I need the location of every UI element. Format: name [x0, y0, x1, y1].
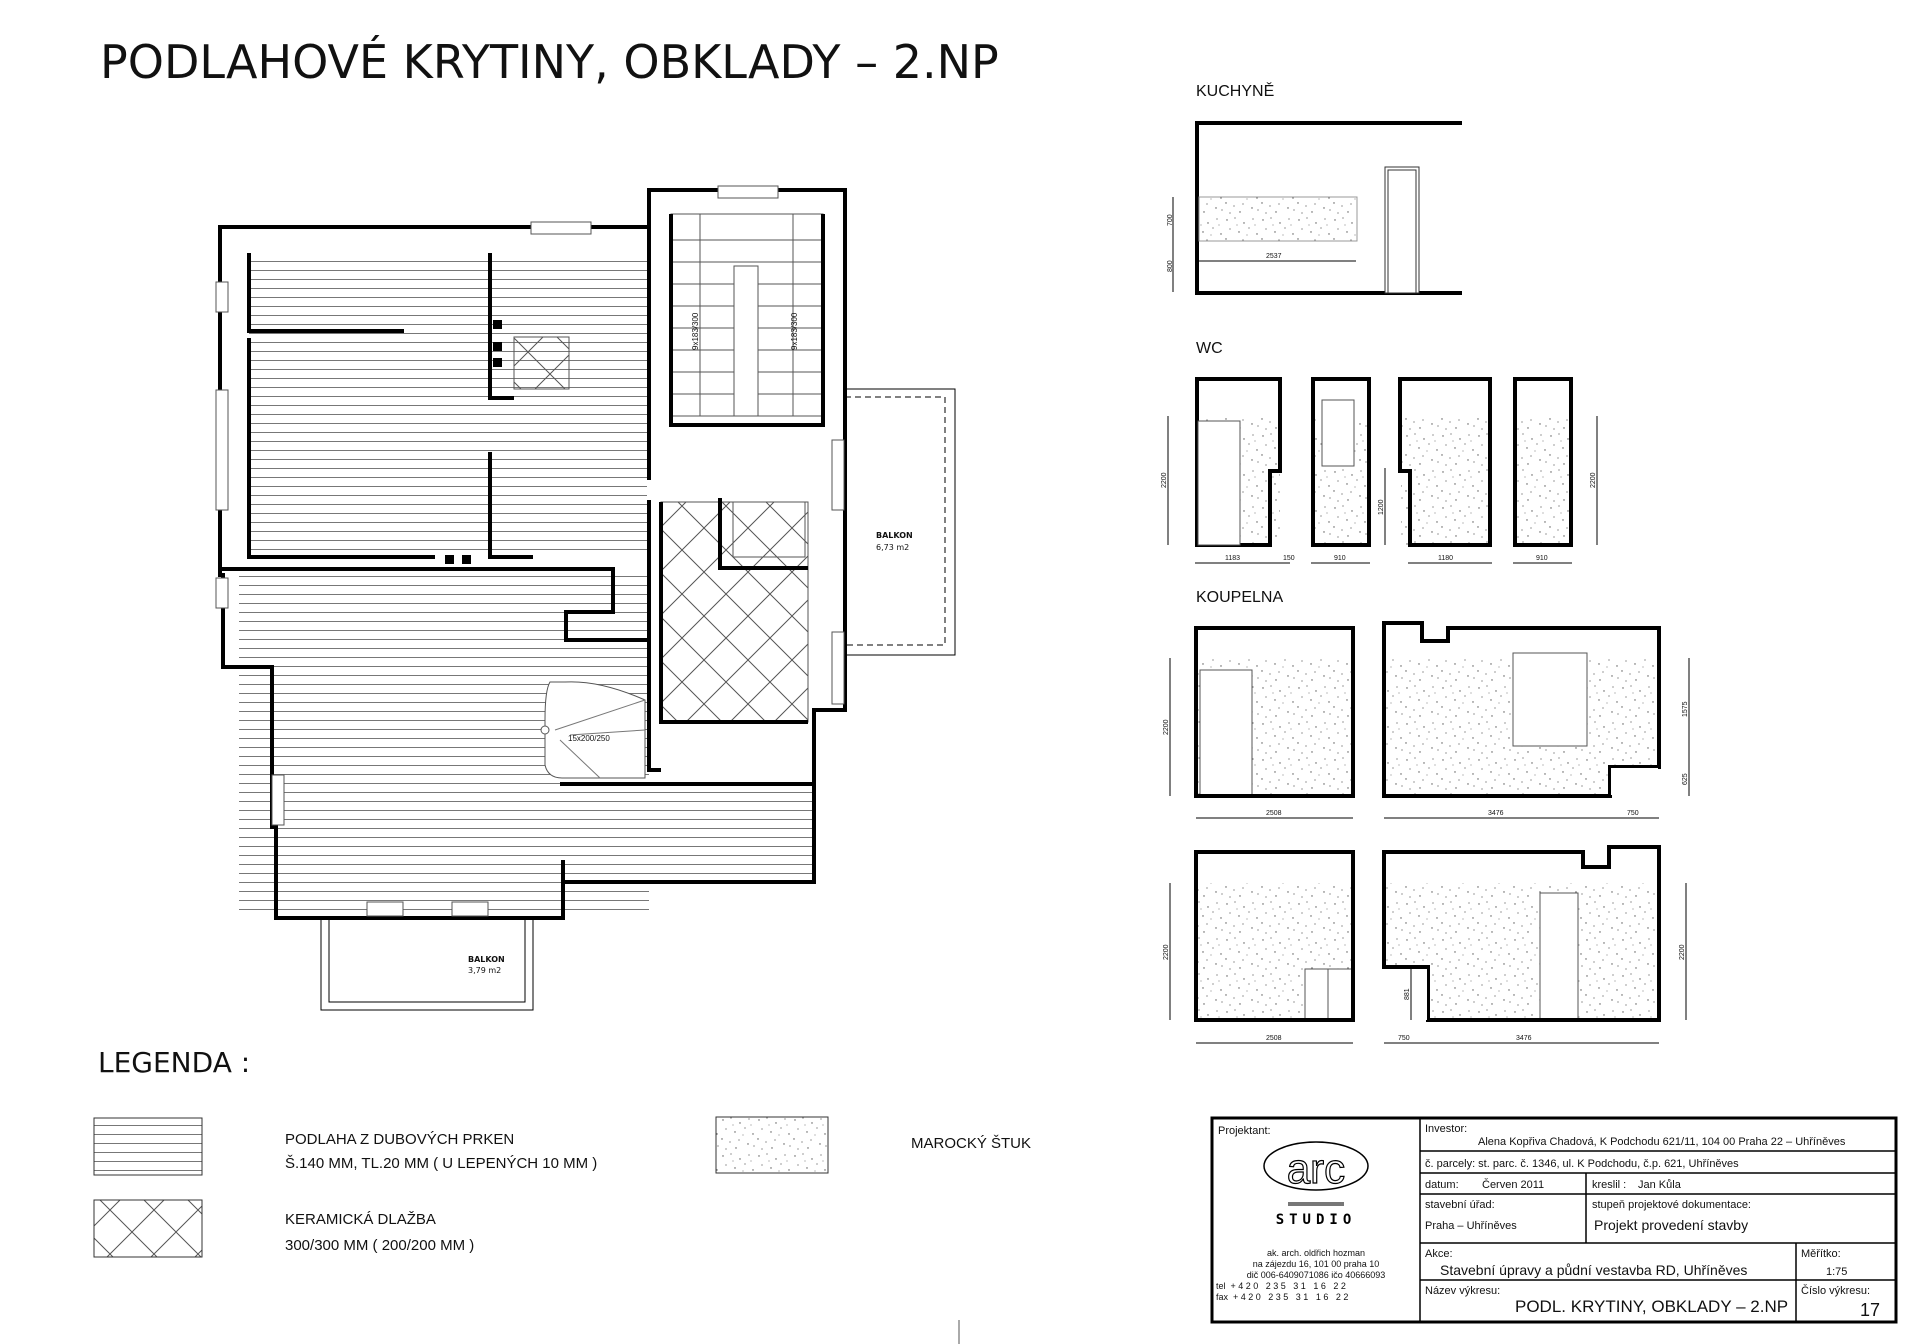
stupen-label: stupeň projektové dokumentace: [1592, 1199, 1751, 1211]
chimney-flues [445, 320, 502, 564]
legend-heading: LEGENDA : [98, 1046, 250, 1079]
stair-wall [647, 214, 825, 480]
interior-wall [274, 827, 565, 882]
legend-tiles-line1: KERAMICKÁ DLAŽBA [285, 1211, 436, 1228]
bath-dim-3476-d: 3476 [1516, 1035, 1532, 1042]
bath-dim-2200-d: 2200 [1679, 944, 1686, 960]
phone-line: tel + 4 2 0 2 3 5 3 1 1 6 2 2 [1216, 1281, 1346, 1291]
kitchen-elevation: KUCHYNĚ 700 800 2537 [1167, 81, 1462, 295]
akce-label: Akce: [1425, 1248, 1453, 1260]
legend-swatch-oak [93, 1117, 203, 1176]
interior-wall [247, 338, 533, 559]
bath-dim-750-d: 750 [1398, 1035, 1410, 1042]
nazev-label: Název výkresu: [1425, 1285, 1500, 1297]
stupen-value: Projekt provedení stavby [1594, 1217, 1748, 1233]
legend-swatch-stucco [715, 1116, 829, 1174]
logo-text: arc [1287, 1145, 1345, 1192]
cislo-label: Číslo výkresu: [1801, 1284, 1870, 1297]
bath-dim-625: 625 [1682, 773, 1689, 785]
wc-dim-1183: 1183 [1225, 555, 1240, 562]
urad-label: stavební úřad: [1425, 1199, 1495, 1211]
logo-sub: STUDIO [1276, 1212, 1357, 1228]
datum-label: datum: [1425, 1179, 1459, 1191]
balcony-south-label: BALKON [468, 955, 505, 964]
investor-label: Investor: [1425, 1123, 1467, 1135]
floor-plan: 9x183/300 9x183/300 15x200/250 [215, 185, 956, 1011]
projektant-label: Projektant: [1218, 1125, 1271, 1137]
fax-line: fax + 4 2 0 2 3 5 3 1 1 6 2 2 [1216, 1292, 1348, 1302]
interior-wall [220, 567, 649, 642]
stair-label-right: 9x183/300 [790, 312, 799, 350]
balcony-south: BALKON 3,79 m2 [320, 918, 534, 1011]
exterior-wall [218, 188, 847, 920]
cislo-value: 17 [1860, 1300, 1880, 1320]
kitchen-dim-2537: 2537 [1266, 253, 1282, 260]
bath-dim-2508-a: 2508 [1266, 810, 1282, 817]
legend-oak-line1: PODLAHA Z DUBOVÝCH PRKEN [285, 1131, 514, 1148]
legend-swatch-tiles [93, 1199, 203, 1258]
main-staircase: 9x183/300 9x183/300 [670, 213, 824, 417]
address-line: na zájezdu 16, 101 00 praha 10 [1253, 1259, 1380, 1269]
title-block: Projektant: arc STUDIO ak. arch. oldřich… [1210, 1116, 1898, 1324]
wc-label: WC [1196, 340, 1223, 357]
interior-wall [247, 253, 514, 400]
kitchen-label: KUCHYNĚ [1196, 81, 1274, 100]
datum-value: Červen 2011 [1482, 1178, 1544, 1191]
hall-wall [647, 500, 808, 772]
bath-dim-1575: 1575 [1682, 701, 1689, 717]
bath-dim-2508-c: 2508 [1266, 1035, 1282, 1042]
meritko-value: 1:75 [1826, 1266, 1847, 1278]
balcony-east-area: 6,73 m2 [876, 543, 909, 552]
wc-dim-1180: 1180 [1438, 555, 1453, 562]
meritko-label: Měřítko: [1801, 1248, 1841, 1260]
windows [215, 185, 845, 917]
wc-dim-2200-right: 2200 [1590, 472, 1597, 488]
legend-stucco-line1: MAROCKÝ ŠTUK [911, 1135, 1031, 1152]
arc-studio-logo: arc STUDIO [1263, 1141, 1369, 1228]
urad-value: Praha – Uhříněves [1425, 1220, 1517, 1232]
wc-dim-2200-left: 2200 [1161, 472, 1168, 488]
bathroom-elevations: KOUPELNA 2200 2508 1575 625 3476 750 220… [1163, 589, 1690, 1044]
balcony-south-area: 3,79 m2 [468, 966, 501, 975]
legend-tiles-line2: 300/300 MM ( 200/200 MM ) [285, 1237, 474, 1254]
akce-value: Stavební úpravy a půdní vestavba RD, Uhř… [1440, 1262, 1747, 1278]
page-title: PODLAHOVÉ KRYTINY, OBKLADY – 2.NP [100, 35, 999, 89]
nazev-value: PODL. KRYTINY, OBKLADY – 2.NP [1515, 1297, 1788, 1316]
bath-dim-750-b: 750 [1627, 810, 1639, 817]
winding-staircase: 15x200/250 [540, 681, 646, 779]
tiled-wc-pattern [733, 502, 805, 557]
oak-floor-southeast [569, 784, 814, 882]
bath-dim-2200-c: 2200 [1163, 944, 1170, 960]
address-line: ak. arch. oldřich hozman [1267, 1248, 1365, 1258]
wc-dim-910-a: 910 [1334, 555, 1346, 562]
wc-dim-910-b: 910 [1536, 555, 1548, 562]
balcony-east: BALKON 6,73 m2 [845, 388, 956, 656]
wc-dim-150: 150 [1283, 555, 1295, 562]
kreslil-label: kreslil : [1592, 1179, 1626, 1191]
bath-dim-3476-b: 3476 [1488, 810, 1504, 817]
stucco-backsplash [1198, 196, 1358, 242]
bathroom-label: KOUPELNA [1196, 589, 1283, 606]
interior-wall [560, 498, 814, 786]
wc-dim-1200: 1200 [1378, 499, 1385, 515]
kitchen-dim-800: 800 [1167, 260, 1174, 272]
balcony-east-label: BALKON [876, 531, 913, 540]
parcela-value: č. parcely: st. parc. č. 1346, ul. K Pod… [1425, 1158, 1739, 1170]
bath-dim-881: 881 [1404, 988, 1411, 1000]
tiled-floor-small [513, 336, 570, 390]
oak-floor-north [249, 253, 647, 557]
winding-stair-label: 15x200/250 [568, 734, 610, 743]
legend: LEGENDA : PODLAHA Z DUBOVÝCH PRKEN Š.140… [93, 1046, 1031, 1258]
legend-oak-line2: Š.140 MM, TL.20 MM ( U LEPENÝCH 10 MM ) [285, 1155, 597, 1172]
wc-elevations: WC 2200 2200 1200 1183 150 910 1180 910 [1161, 340, 1598, 564]
address-line: dič 006-6409071086 ičo 40666093 [1247, 1270, 1386, 1280]
kreslil-value: Jan Kůla [1638, 1179, 1682, 1191]
bath-dim-2200-a: 2200 [1163, 719, 1170, 735]
stair-label-left: 9x183/300 [691, 312, 700, 350]
investor-value: Alena Kopřiva Chadová, K Podchodu 621/11… [1478, 1136, 1846, 1148]
kitchen-dim-700: 700 [1167, 214, 1174, 226]
